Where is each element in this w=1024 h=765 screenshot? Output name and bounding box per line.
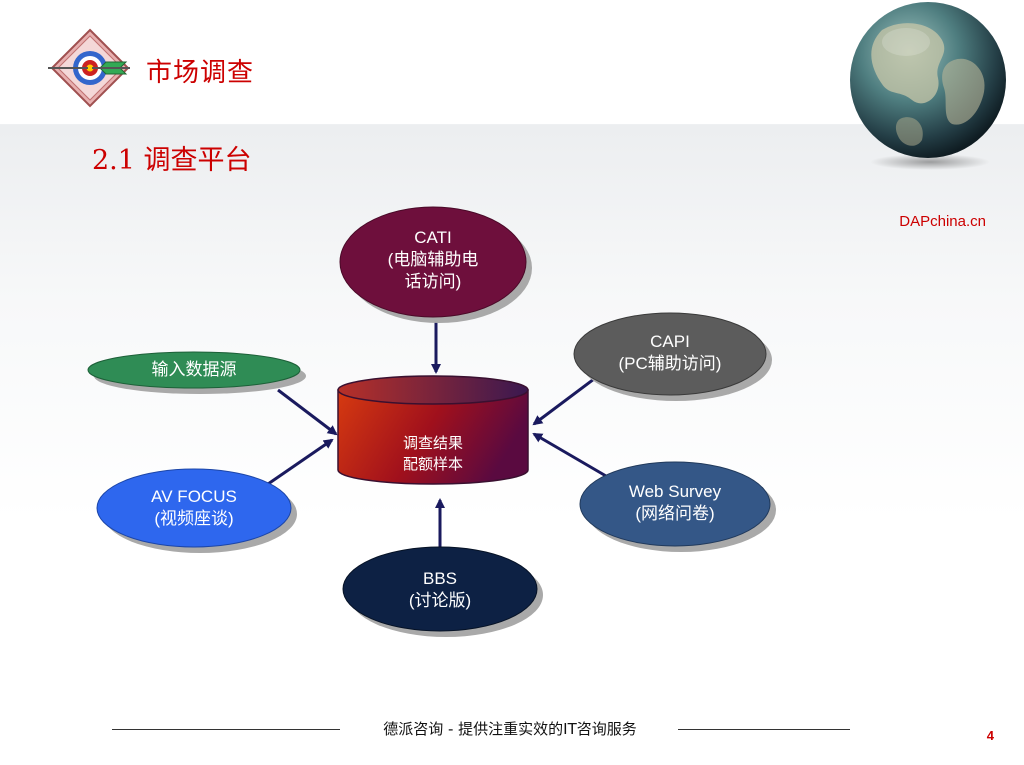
page-number: 4 <box>986 728 994 743</box>
node-cati <box>339 206 532 323</box>
brand-link[interactable]: DAPchina.cn <box>899 213 986 230</box>
node-websurvey <box>579 461 776 552</box>
capi-label: CAPI (PC辅助访问) <box>618 332 722 373</box>
arrow-input <box>277 388 338 436</box>
node-input <box>87 351 306 394</box>
footer-text: 德派咨询 - 提供注重实效的IT咨询服务 <box>383 720 637 738</box>
websurvey-label: Web Survey (网络问卷) <box>628 482 722 523</box>
arrow-avfocus <box>267 438 334 486</box>
footer-rule-right <box>678 729 850 730</box>
cati-label: CATI (电脑辅助电 话访问) <box>387 228 479 291</box>
arrow-websurvey <box>532 432 607 478</box>
input-label: 输入数据源 <box>151 360 237 379</box>
target-logo-icon <box>48 28 130 108</box>
node-capi <box>573 312 772 401</box>
bbs-label: BBS (讨论版) <box>408 569 472 610</box>
center-database <box>337 375 529 485</box>
center-label: 调查结果 配额样本 <box>402 434 463 473</box>
arrow-capi <box>532 374 599 426</box>
footer-rule-left <box>112 729 340 730</box>
section-subtitle: 2.1 调查平台 <box>92 145 252 176</box>
avfocus-label: AV FOCUS (视频座谈) <box>151 487 237 528</box>
node-bbs <box>342 546 543 637</box>
node-avfocus <box>96 468 297 553</box>
globe-icon <box>850 2 1006 170</box>
page-title: 市场调查 <box>146 58 255 88</box>
